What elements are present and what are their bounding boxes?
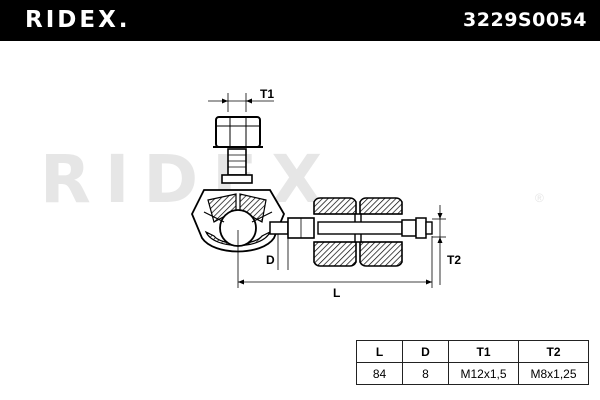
ball-joint-housing [191,189,286,253]
specs-header-d: D [402,340,449,363]
specs-table: L D T1 T2 84 8 M12x1,5 M8x1,25 [356,340,589,385]
specs-header-t2: T2 [518,340,589,363]
brand-logo: RIDEX. [25,7,131,33]
specs-value-d: 8 [402,362,449,385]
shank [269,217,315,239]
t2-dimension [432,205,446,285]
threaded-stud [221,148,253,184]
header-bar: RIDEX. 3229S0054 [0,0,600,41]
specs-header-t1: T1 [448,340,519,363]
end-stud [401,217,433,239]
specs-value-row: 84 8 M12x1,5 M8x1,25 [356,362,589,385]
l-label: L [333,286,341,300]
specs-value-t2: M8x1,25 [518,362,589,385]
rubber-bushings [313,197,403,267]
t1-dimension [208,93,274,112]
specs-header-row: L D T1 T2 [356,340,589,363]
hex-nut [213,116,263,148]
specs-header-l: L [356,340,403,363]
l-dimension [237,230,433,288]
t2-label: T2 [447,253,462,267]
part-number: 3229S0054 [463,9,587,31]
specs-value-t1: M12x1,5 [448,362,519,385]
stabiliser-link-drawing [191,93,446,288]
d-label: D [266,253,275,267]
specs-value-l: 84 [356,362,403,385]
t1-label: T1 [260,87,275,101]
registered-mark: ® [535,191,544,205]
d-dimension [277,234,289,270]
